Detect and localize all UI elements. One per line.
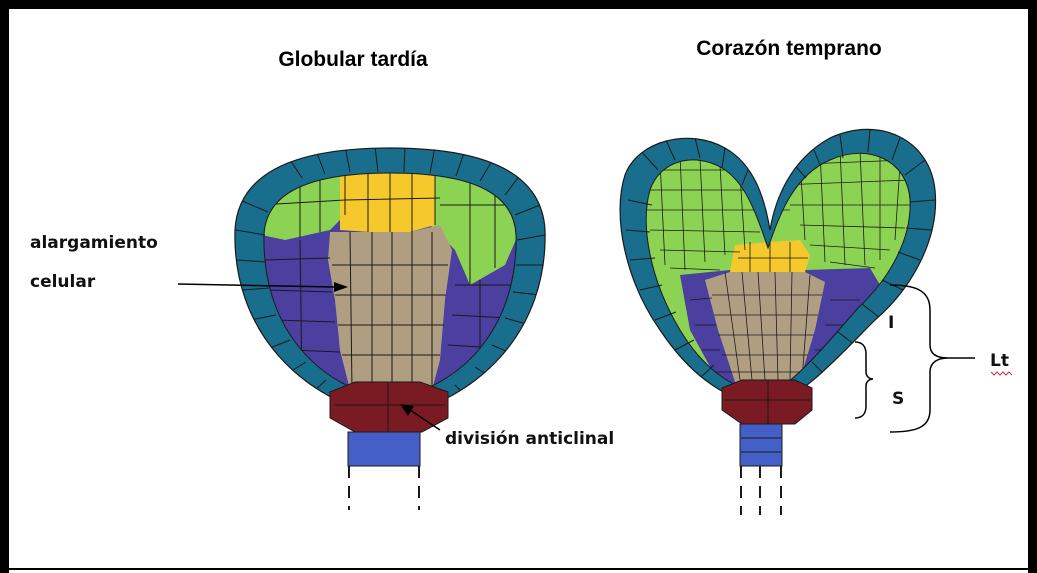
label-total-length: Lt xyxy=(990,351,1009,371)
globular-embryo xyxy=(235,146,545,510)
heart-hypophysis xyxy=(722,380,812,424)
label-upper-region: I xyxy=(888,313,894,333)
bracket-total xyxy=(890,285,975,432)
title-globular: Globular tardía xyxy=(278,48,428,71)
label-lower-region: S xyxy=(892,389,904,409)
globular-hypophysis xyxy=(330,382,448,432)
label-elongation-line1: alargamiento xyxy=(30,233,158,253)
globular-suspensor xyxy=(348,432,420,466)
label-division: división anticlinal xyxy=(445,429,614,449)
spellcheck-underline xyxy=(991,372,1012,375)
bracket-lower xyxy=(855,342,873,418)
title-heart: Corazón temprano xyxy=(696,37,882,60)
heart-suspensor xyxy=(740,424,782,466)
label-elongation-line2: celular xyxy=(30,272,96,292)
globular-central-zone xyxy=(328,225,452,390)
globular-apical-zone xyxy=(340,170,435,232)
